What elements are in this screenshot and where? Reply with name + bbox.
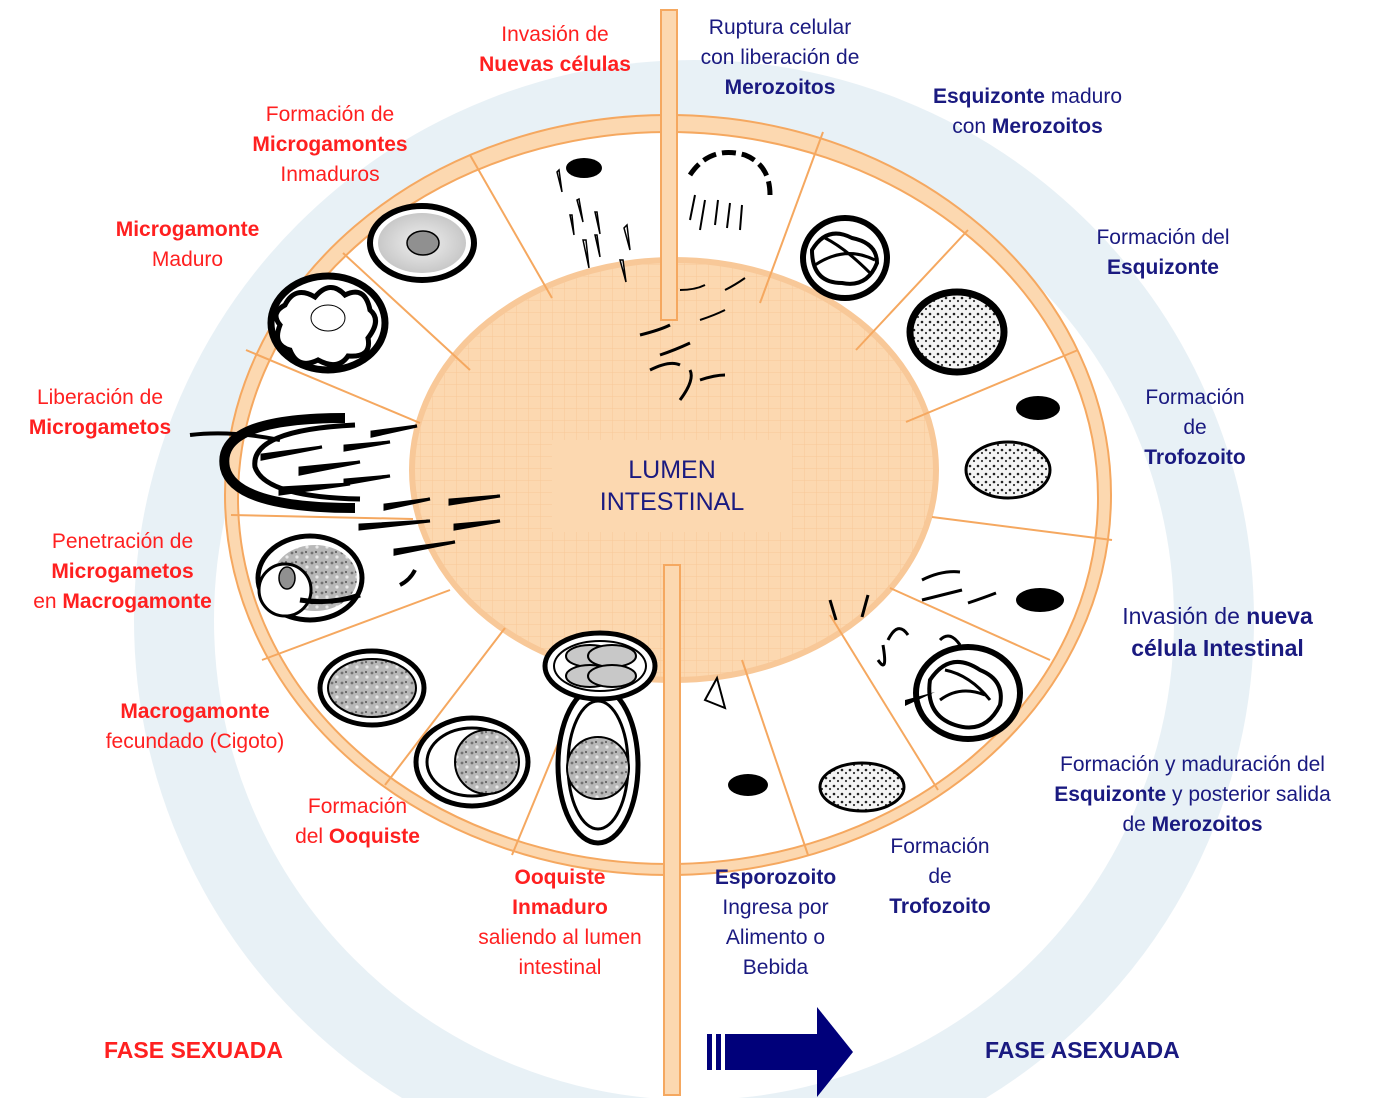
label-line: Microgametos [29,416,171,439]
label-line: Ingresa por [688,893,863,923]
schizont-formation [910,292,1004,372]
label-line: Esporozoito [715,866,836,889]
label-oocyst-formation: Formación del Ooquiste [265,792,450,852]
label-line: Microgamonte [116,218,260,241]
label-line: Merozoitos [992,115,1103,138]
label-line: Macrogamonte [62,590,211,613]
label-line: de [860,862,1020,892]
label-line: intestinal [455,953,665,983]
label-line: Ooquiste [329,825,420,848]
label-line: Trofozoito [889,895,990,918]
label-immature-microgamonts: Formación de Microgamontes Inmaduros [220,100,440,190]
sporulated-oocyst [545,633,655,699]
label-line: Ruptura celular [675,13,885,43]
label-line: con liberación de [675,43,885,73]
label-line: Formación y maduración del [1015,750,1370,780]
label-line: maduro [1045,85,1122,108]
fertilized-macrogamont [320,651,424,725]
label-line: Formación del [1068,223,1258,253]
label-line: de [1122,813,1151,836]
label-trophozoite-lower: Formación de Trofozoito [860,832,1020,922]
label-sporozoite: Esporozoito Ingresa por Alimento o Bebid… [688,863,863,983]
label-line: Formación de [220,100,440,130]
label-line: Formación [1115,383,1275,413]
label-line: Inmaduro [512,896,608,919]
label-line: Nuevas células [479,53,631,76]
label-line: Microgamontes [252,133,407,156]
lumen-line-2: INTESTINAL [552,486,792,518]
label-cell-rupture: Ruptura celular con liberación de Merozo… [675,13,885,103]
lumen-line-1: LUMEN [552,454,792,486]
label-line: Maduro [80,245,295,275]
mature-schizont [803,218,887,298]
label-line: Macrogamonte [120,700,269,723]
label-invasion-new-cells: Invasión de Nuevas células [455,20,655,80]
label-line: Bebida [688,953,863,983]
label-line: célula Intestinal [1131,635,1304,661]
label-line: Penetración de [0,527,245,557]
label-line: Merozoitos [1152,813,1263,836]
label-trophozoite-upper: Formación de Trofozoito [1115,383,1275,473]
phase-direction-arrow-icon [705,1005,855,1105]
lumen-label: LUMEN INTESTINAL [552,440,792,532]
label-line: Merozoitos [725,76,836,99]
label-line: nueva [1246,603,1312,629]
label-line: Trofozoito [1144,446,1245,469]
label-schizont-maturation: Formación y maduración del Esquizonte y … [1015,750,1370,840]
label-line: Alimento o [688,923,863,953]
label-line: Inmaduros [220,160,440,190]
asexual-phase-label: FASE ASEXUADA [985,1037,1180,1064]
label-penetration: Penetración de Microgametos en Macrogamo… [0,527,245,617]
label-line: con [952,115,992,138]
sexual-phase-label: FASE SEXUADA [104,1037,283,1064]
label-line: Esquizonte [1107,256,1219,279]
immature-oocyst [558,687,638,843]
mature-microgamont [271,276,385,370]
immature-microgamont [370,206,474,280]
label-line: fecundado (Cigoto) [70,727,320,757]
label-line: Invasión de [1122,603,1246,629]
label-line: Microgametos [51,560,193,583]
microgamete-penetration [258,536,362,620]
label-microgamete-release: Liberación de Microgametos [0,383,200,443]
label-line: Formación [265,792,450,822]
label-line: Esquizonte [933,85,1045,108]
label-line: Liberación de [0,383,200,413]
label-line: de [1115,413,1275,443]
label-mature-microgamont: Microgamonte Maduro [80,215,295,275]
label-line: del [295,825,329,848]
label-line: Ooquiste [514,866,605,889]
label-line: y posterior salida [1166,783,1331,806]
label-fertilized-macrogamont: Macrogamonte fecundado (Cigoto) [70,697,320,757]
label-line: Esquizonte [1054,783,1166,806]
label-immature-oocyst: Ooquiste Inmaduro saliendo al lumen inte… [455,863,665,983]
label-new-cell-invasion: Invasión de nueva célula Intestinal [1095,600,1340,664]
label-line: Invasión de [455,20,655,50]
bottom-divider-bar [664,565,680,1095]
trophozoite-lower [820,763,904,811]
label-line: Formación [860,832,1020,862]
label-line: en [33,590,62,613]
label-mature-schizont: Esquizonte maduro con Merozoitos [895,82,1160,142]
label-line: saliendo al lumen [455,923,665,953]
label-schizont-formation: Formación del Esquizonte [1068,223,1258,283]
